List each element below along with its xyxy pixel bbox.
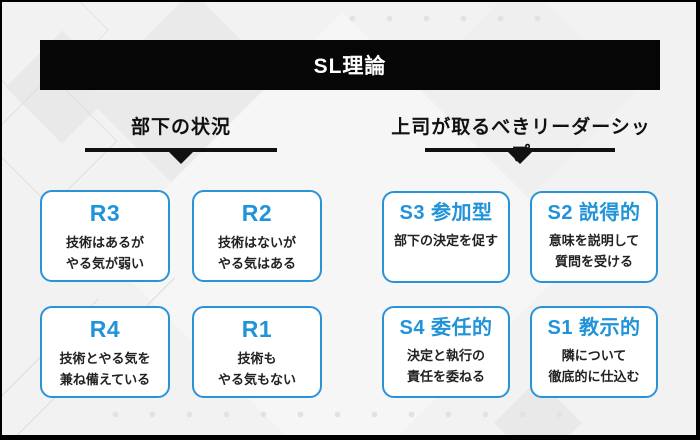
card-s1-desc-line2: 徹底的に仕込む [548, 369, 640, 385]
card-s3: S3 参加型 部下の決定を促す [382, 191, 510, 283]
triangle-down-icon [508, 152, 532, 164]
card-s1-desc: 隣について 徹底的に仕込む [532, 345, 656, 387]
card-r1-desc: 技術も やる気もない [194, 348, 320, 390]
section-underline-left [85, 148, 277, 152]
card-s4-desc-line2: 責任を委ねる [406, 369, 485, 385]
card-r2-desc-line2: やる気はある [217, 256, 296, 272]
page-title: SL理論 [40, 40, 660, 90]
card-r4-desc: 技術とやる気を 兼ね備えている [42, 348, 168, 390]
card-s4-desc-line1: 決定と執行の [406, 348, 485, 363]
card-r3: R3 技術はあるが やる気が弱い [40, 190, 170, 282]
card-r1-desc-line1: 技術も [237, 351, 277, 367]
triangle-down-icon [169, 152, 193, 164]
card-r1-label: R1 [241, 316, 273, 342]
card-s2-desc-line1: 意味を説明して [548, 233, 640, 248]
section-heading-subordinate: 部下の状況 [130, 117, 231, 138]
card-r3-label: R3 [89, 200, 121, 226]
card-r2-desc-line1: 技術はないが [217, 235, 296, 251]
card-s4-label: S4 委任的 [399, 317, 493, 339]
card-r2: R2 技術はないが やる気はある [192, 190, 322, 282]
card-s3-desc-line1: 部下の決定を促す [393, 233, 498, 248]
card-r3-desc: 技術はあるが やる気が弱い [42, 232, 168, 274]
card-s2-label: S2 説得的 [547, 202, 641, 224]
card-s2: S2 説得的 意味を説明して 質問を受ける [530, 191, 658, 283]
card-r3-desc-line2: やる気が弱い [65, 256, 144, 272]
card-s3-desc: 部下の決定を促す [384, 230, 508, 251]
card-r2-label: R2 [241, 200, 273, 226]
section-underline-right [425, 148, 615, 152]
card-s2-desc: 意味を説明して 質問を受ける [532, 230, 656, 272]
card-r4-desc-line2: 兼ね備えている [59, 372, 151, 388]
card-s1-desc-line1: 隣について [561, 348, 627, 363]
card-s4-desc: 決定と執行の 責任を委ねる [384, 345, 508, 387]
card-s2-desc-line2: 質問を受ける [554, 254, 633, 270]
card-r4-label: R4 [89, 316, 121, 342]
card-s3-label: S3 参加型 [399, 202, 493, 224]
card-s1: S1 教示的 隣について 徹底的に仕込む [530, 306, 658, 398]
card-s1-label: S1 教示的 [547, 317, 641, 339]
card-r1-desc-line2: やる気もない [217, 372, 296, 388]
card-r1: R1 技術も やる気もない [192, 306, 322, 398]
card-r4-desc-line1: 技術とやる気を [59, 351, 151, 367]
dot-grid-decor [97, 401, 575, 434]
card-r3-desc-line1: 技術はあるが [65, 235, 144, 251]
card-r4: R4 技術とやる気を 兼ね備えている [40, 306, 170, 398]
card-s4: S4 委任的 決定と執行の 責任を委ねる [382, 306, 510, 398]
card-r2-desc: 技術はないが やる気はある [194, 232, 320, 274]
